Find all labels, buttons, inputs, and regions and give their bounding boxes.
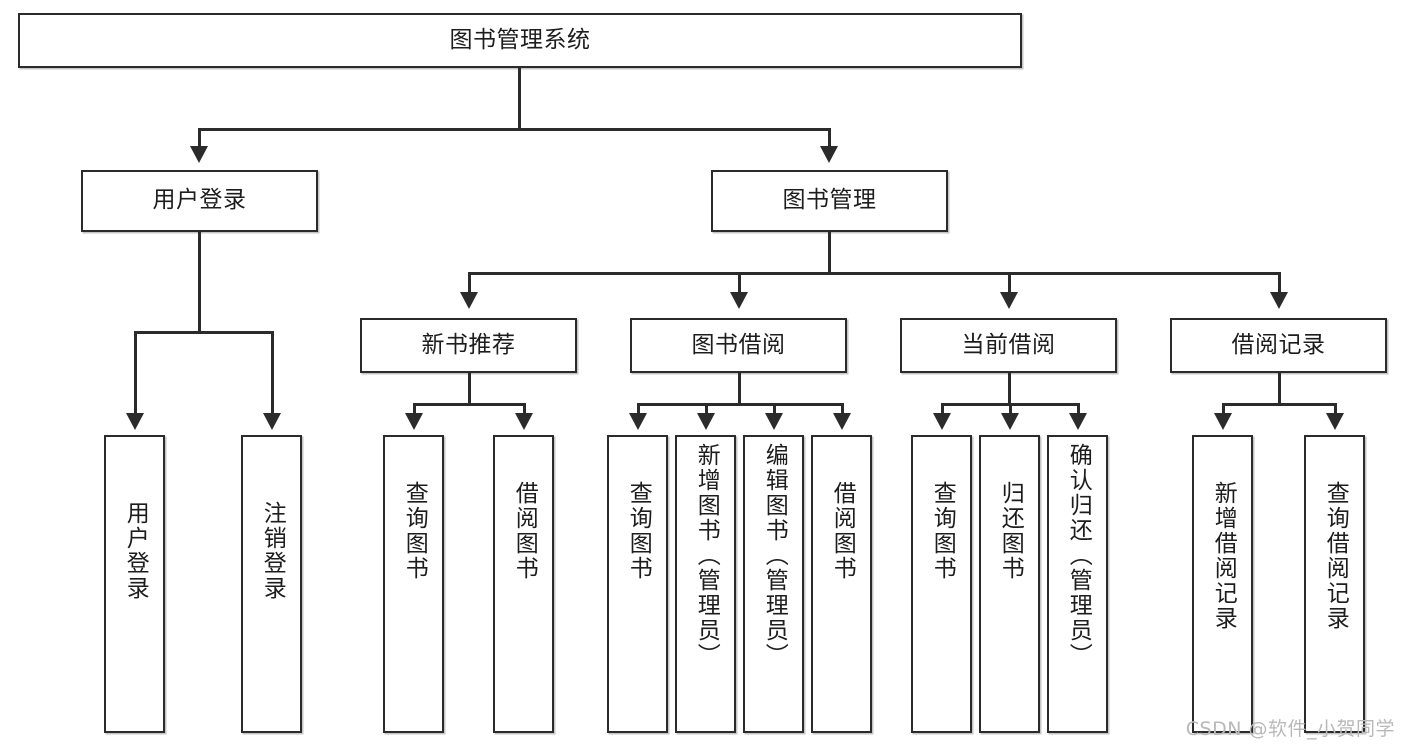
connector-bookborrow-drop-1	[637, 403, 640, 415]
arrow-to-book-borrow	[730, 292, 748, 309]
connector-root-bus	[198, 128, 831, 131]
connector-newbook-drop-1	[413, 403, 416, 415]
leaf-query-book-2[interactable]: 查询图书	[607, 435, 668, 733]
leaf-query-book-3[interactable]: 查询图书	[911, 435, 972, 733]
node-label: 新书推荐	[421, 331, 516, 358]
arrow-to-user-login	[190, 146, 208, 163]
node-label: 借阅图书	[511, 481, 538, 581]
leaf-logout[interactable]: 注销登录	[241, 435, 302, 733]
connector-bookborrow-stem	[738, 373, 741, 405]
leaf-borrow-book-2[interactable]: 借阅图书	[811, 435, 872, 733]
node-label: 注销登录	[259, 501, 286, 601]
connector-userlogin-stem	[198, 232, 201, 333]
arrow-to-leaf-return-book	[1001, 413, 1019, 430]
connector-borrowrecord-drop-2	[1334, 403, 1337, 415]
connector-borrowrecord-stem	[1278, 373, 1281, 405]
connector-newbook-bus	[413, 403, 525, 406]
leaf-add-book[interactable]: 新增图书（管理员）	[675, 435, 736, 733]
arrow-to-leaf-logout	[263, 413, 281, 430]
connector-root-stem	[518, 68, 521, 130]
node-label: 图书管理	[782, 187, 877, 214]
connector-currentborrow-drop-1	[941, 403, 944, 415]
leaf-borrow-book-1[interactable]: 借阅图书	[493, 435, 554, 733]
node-label: 当前借阅	[961, 331, 1056, 358]
connector-borrowrecord-drop-1	[1222, 403, 1225, 415]
connector-userlogin-drop-1	[134, 331, 137, 415]
arrow-to-leaf-query-book-3	[933, 413, 951, 430]
leaf-query-record[interactable]: 查询借阅记录	[1304, 435, 1365, 733]
connector-newbook-stem	[468, 373, 471, 405]
connector-root-drop-right	[828, 128, 831, 146]
arrow-to-leaf-add-record	[1214, 413, 1232, 430]
connector-currentborrow-stem	[1008, 373, 1011, 405]
connector-level3-drop-1	[468, 272, 471, 294]
node-borrow-record[interactable]: 借阅记录	[1170, 318, 1387, 373]
arrow-to-borrow-record	[1270, 292, 1288, 309]
leaf-add-record[interactable]: 新增借阅记录	[1192, 435, 1253, 733]
node-label: 借阅记录	[1231, 331, 1326, 358]
connector-newbook-drop-2	[523, 403, 526, 415]
node-book-borrow[interactable]: 图书借阅	[630, 318, 847, 373]
node-label: 查询借阅记录	[1322, 481, 1349, 631]
node-label: 用户登录	[122, 501, 149, 601]
connector-currentborrow-drop-2	[1009, 403, 1012, 415]
connector-userlogin-bus	[134, 331, 273, 334]
node-root-system[interactable]: 图书管理系统	[18, 13, 1022, 68]
connector-level3-drop-2	[738, 272, 741, 294]
arrow-to-leaf-user-login	[126, 413, 144, 430]
arrow-to-leaf-query-book-2	[629, 413, 647, 430]
arrow-to-leaf-edit-book	[765, 413, 783, 430]
csdn-watermark: CSDN @软件_小贺同学	[1185, 718, 1395, 740]
connector-bookmanage-stem	[828, 232, 831, 274]
node-label: 查询图书	[929, 481, 956, 581]
connector-level3-bus	[468, 272, 1280, 275]
connector-bookborrow-drop-2	[705, 403, 708, 415]
node-label: 图书借阅	[691, 331, 786, 358]
arrow-to-current-borrow	[1000, 292, 1018, 309]
arrow-to-leaf-query-record	[1326, 413, 1344, 430]
connector-borrowrecord-bus	[1222, 403, 1336, 406]
node-user-login[interactable]: 用户登录	[81, 170, 318, 232]
leaf-user-login[interactable]: 用户登录	[104, 435, 165, 733]
connector-root-drop-left	[198, 128, 201, 146]
node-label: 图书管理系统	[449, 26, 591, 53]
connector-bookborrow-drop-3	[773, 403, 776, 415]
node-label: 用户登录	[152, 187, 247, 214]
leaf-edit-book[interactable]: 编辑图书（管理员）	[743, 435, 804, 733]
arrow-to-leaf-confirm-return	[1069, 413, 1087, 430]
arrow-to-leaf-borrow-book-2	[833, 413, 851, 430]
node-label: 新增图书（管理员）	[693, 443, 720, 668]
arrow-to-new-book-recommend	[460, 292, 478, 309]
connector-userlogin-drop-2	[271, 331, 274, 415]
node-label: 查询图书	[625, 481, 652, 581]
leaf-query-book-1[interactable]: 查询图书	[383, 435, 444, 733]
connector-level3-drop-3	[1008, 272, 1011, 294]
node-label: 借阅图书	[829, 481, 856, 581]
node-label: 确认归还（管理员）	[1065, 443, 1092, 668]
arrow-to-leaf-query-book-1	[405, 413, 423, 430]
node-label: 归还图书	[997, 481, 1024, 581]
node-label: 新增借阅记录	[1210, 481, 1237, 631]
connector-bookborrow-bus	[637, 403, 843, 406]
node-book-manage[interactable]: 图书管理	[711, 170, 948, 232]
connector-bookborrow-drop-4	[841, 403, 844, 415]
leaf-confirm-return[interactable]: 确认归还（管理员）	[1047, 435, 1108, 733]
connector-level3-drop-4	[1278, 272, 1281, 294]
leaf-return-book[interactable]: 归还图书	[979, 435, 1040, 733]
node-label: 编辑图书（管理员）	[761, 443, 788, 668]
node-new-book-recommend[interactable]: 新书推荐	[360, 318, 577, 373]
arrow-to-leaf-add-book	[697, 413, 715, 430]
arrow-to-leaf-borrow-book-1	[515, 413, 533, 430]
connector-currentborrow-drop-3	[1077, 403, 1080, 415]
arrow-to-book-manage	[820, 146, 838, 163]
node-label: 查询图书	[401, 481, 428, 581]
node-current-borrow[interactable]: 当前借阅	[900, 318, 1117, 373]
